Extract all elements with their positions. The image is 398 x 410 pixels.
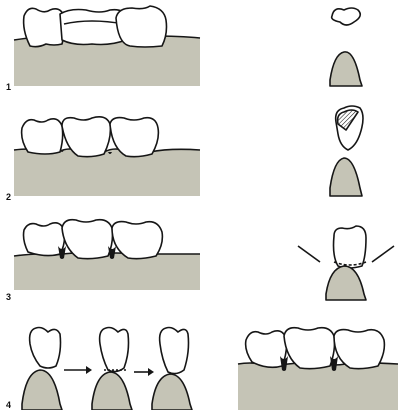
panel-4: 4 (6, 328, 398, 410)
gingiva-band (14, 149, 200, 196)
panel-number-4: 4 (6, 400, 11, 410)
occlusal-view-outline (332, 8, 361, 25)
step-1-tooth (30, 328, 61, 369)
result-tooth-right (334, 330, 384, 369)
panel-number-2: 2 (6, 192, 11, 202)
arrow-right-icon (64, 366, 92, 374)
papilla-cross-section-3 (326, 266, 366, 300)
step-1-gingiva (22, 370, 62, 410)
papilla-cross-section-1 (330, 52, 362, 86)
panel-number-1: 1 (6, 82, 11, 92)
flap-line-left (298, 246, 320, 262)
tooth-left (24, 8, 65, 46)
step-3-tooth (160, 328, 189, 374)
tooth-left (24, 223, 65, 256)
papilla-cross-section-2 (330, 158, 362, 196)
step-3-gingiva (152, 374, 192, 410)
panel-1: 1 (6, 6, 362, 92)
crown-with-flaps (334, 226, 367, 268)
panel-3: 3 (6, 220, 394, 302)
step-2-tooth (100, 328, 129, 372)
step-2-gingiva (92, 372, 132, 410)
flap-line-right (372, 246, 394, 262)
result-tooth-left (246, 331, 287, 367)
tooth-left (22, 119, 63, 154)
panel-number-3: 3 (6, 292, 11, 302)
tooth-right (116, 6, 167, 47)
gingiva-band (14, 253, 200, 290)
arrow-right-icon (134, 368, 154, 376)
panel-2: 2 (6, 106, 363, 202)
result-gingiva-band (238, 363, 398, 410)
result-tooth-middle (284, 328, 335, 369)
